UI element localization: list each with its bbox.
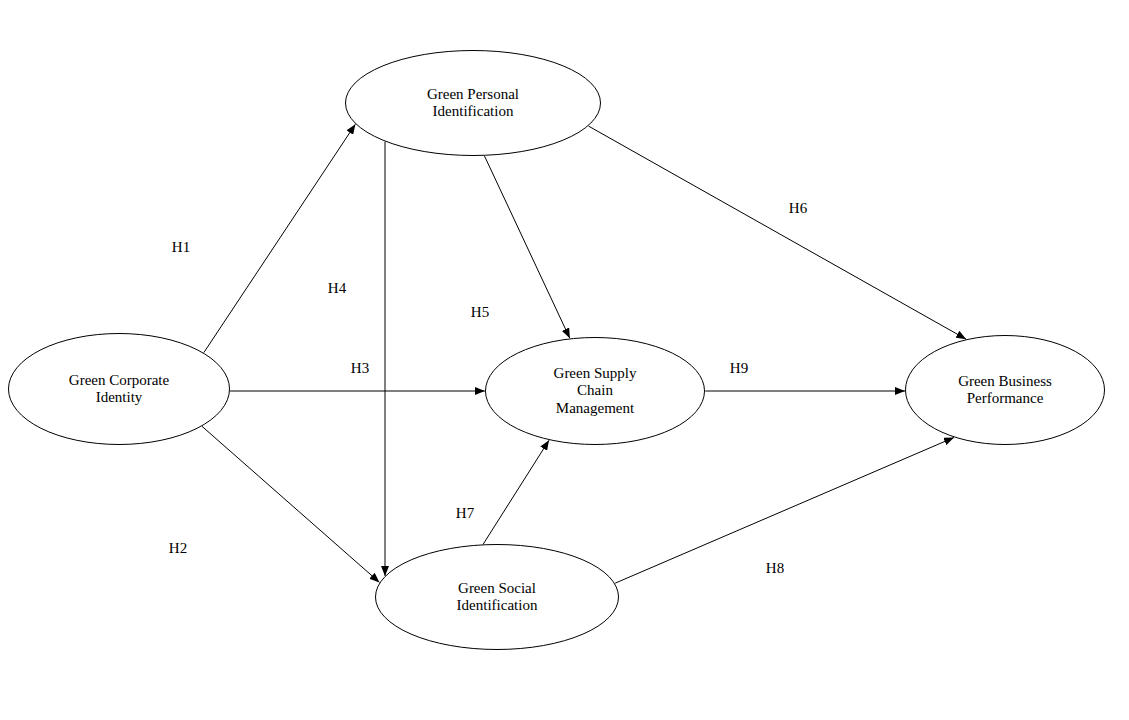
construct-ellipse: Green Corporate Identity <box>8 333 230 445</box>
hypothesis-arrow <box>204 124 356 352</box>
hypothesis-label: H6 <box>787 200 809 217</box>
construct-name: Green Supply Chain Management <box>548 365 643 417</box>
construct-ellipse: Green Social Identification <box>375 544 619 650</box>
hypothesis-arrow <box>385 142 386 576</box>
ellipse-shape <box>346 51 601 156</box>
hypothesis-arrow <box>615 437 954 583</box>
ellipse-content: Green Social Identification <box>375 544 619 650</box>
ellipse-shape <box>9 334 230 445</box>
hypothesis-label: H8 <box>764 560 786 577</box>
ellipse-shape <box>486 338 705 445</box>
construct-ellipse: Green Personal Identification <box>345 50 601 156</box>
construct-ellipse: Green Supply Chain Management <box>485 337 705 445</box>
ellipse-content: Green Supply Chain Management <box>485 337 705 445</box>
hypothesis-label: H1 <box>170 239 192 256</box>
ellipse-shape <box>906 336 1105 445</box>
construct-name: Green Corporate Identity <box>64 372 174 407</box>
hypothesis-label: H4 <box>326 280 348 297</box>
ellipse-content: Green Personal Identification <box>345 50 601 156</box>
hypothesis-arrow <box>484 156 569 338</box>
construct-ellipse: Green Business Performance <box>905 335 1105 445</box>
hypothesis-label: H9 <box>728 360 750 377</box>
construct-name: Green Social Identification <box>442 580 552 615</box>
hypothesis-label: H5 <box>469 304 491 321</box>
hypothesis-arrow <box>483 440 549 544</box>
ellipse-content: Green Business Performance <box>905 335 1105 445</box>
hypothesis-label: H3 <box>349 360 371 377</box>
construct-name: Green Business Performance <box>950 373 1060 408</box>
hypothesis-arrow <box>589 126 967 339</box>
ellipse-shape <box>376 545 619 650</box>
hypothesis-arrow <box>705 391 905 392</box>
construct-name: Green Personal Identification <box>418 86 528 121</box>
hypothesis-label: H2 <box>167 540 189 557</box>
hypothesis-arrow <box>202 426 380 582</box>
hypothesis-label: H7 <box>454 505 476 522</box>
ellipse-content: Green Corporate Identity <box>8 333 230 445</box>
hypothesis-arrow <box>230 391 485 392</box>
